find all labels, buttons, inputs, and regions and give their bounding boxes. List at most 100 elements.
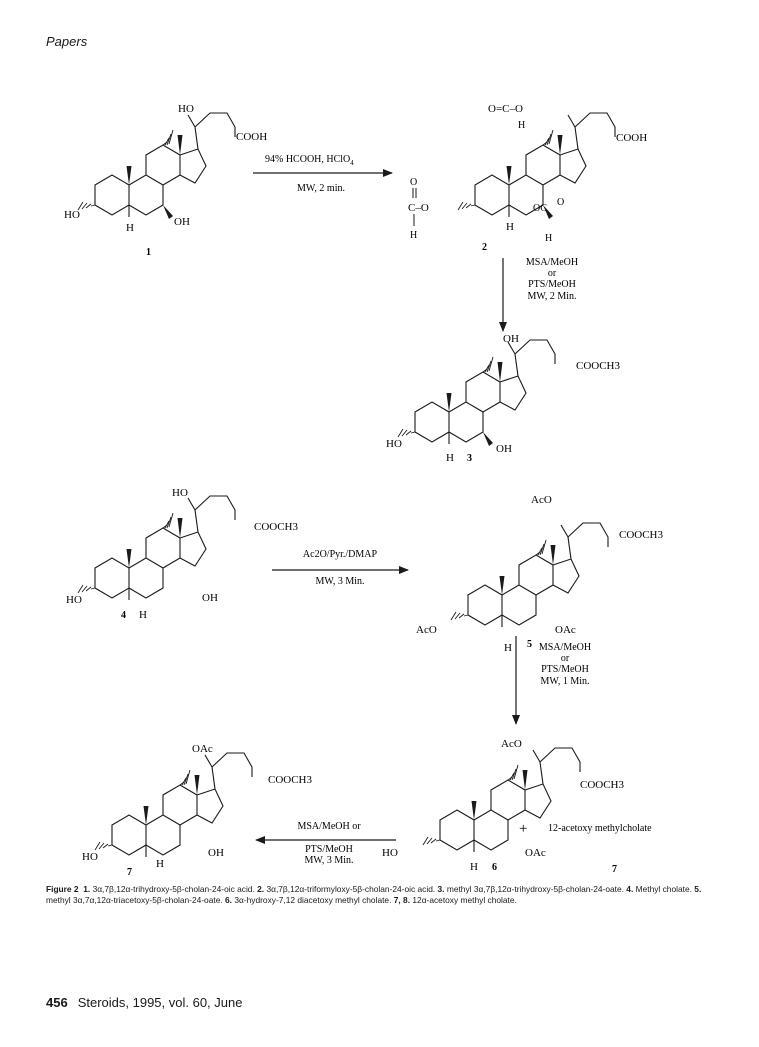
page-number: 456 bbox=[46, 995, 68, 1010]
r5-time: MW, 3 Min. bbox=[304, 855, 353, 866]
c6-number: 6 bbox=[492, 862, 497, 873]
reaction-5: MSA/MeOH or PTS/MeOH MW, 3 Min. bbox=[255, 821, 396, 866]
c5-h-label: H bbox=[504, 642, 512, 654]
c1-left-label: HO bbox=[64, 209, 80, 221]
journal-citation: Steroids, 1995, vol. 60, June bbox=[77, 995, 243, 1010]
r5-reagent-b: PTS/MeOH bbox=[305, 844, 353, 855]
c4-side-chain: COOCH3 bbox=[254, 521, 299, 533]
svg-text:94% HCOOH, HClO4: 94% HCOOH, HClO4 bbox=[265, 154, 354, 167]
caption-item-number: 4. bbox=[626, 884, 634, 894]
c5-number: 5 bbox=[527, 639, 532, 650]
c4-left-label: HO bbox=[66, 594, 82, 606]
compound-5: AcO COOCH3 AcO OAc H 5 bbox=[416, 494, 664, 654]
c3-side-chain: COOCH3 bbox=[576, 360, 621, 372]
c7-top-label: OAc bbox=[192, 743, 213, 755]
r5-reagent-a: MSA/MeOH or bbox=[297, 821, 361, 832]
caption-item-text: methyl 3α,7β,12α-trihydroxy-5β-cholan-24… bbox=[446, 884, 624, 894]
caption-item-number: 7, 8. bbox=[393, 895, 411, 905]
reaction-3: Ac2O/Pyr./DMAP MW, 3 Min. bbox=[272, 549, 409, 587]
c5-side-chain: COOCH3 bbox=[619, 529, 664, 541]
compound-6: AcO COOCH3 HO OAc H 6 + 12-acetoxy methy… bbox=[382, 738, 652, 875]
c6-right-label: OAc bbox=[525, 847, 546, 859]
reaction-4: MSA/MeOH or PTS/MeOH MW, 1 Min. bbox=[512, 636, 591, 725]
c2-right-o: O bbox=[557, 197, 564, 208]
c1-h-label: H bbox=[126, 222, 134, 234]
c2-side-chain: COOH bbox=[616, 132, 647, 144]
c6-side-chain: COOCH3 bbox=[580, 779, 625, 791]
r1-conditions: 94% HCOOH, HClO bbox=[265, 154, 350, 165]
c7-h-label: H bbox=[156, 858, 164, 870]
c3-right-label: OH bbox=[496, 443, 512, 455]
c6-h-label: H bbox=[470, 861, 478, 873]
c6-coproduct-number: 7 bbox=[612, 864, 617, 875]
caption-item-number: 6. bbox=[225, 895, 233, 905]
caption-item-text: 3α,7β,12α-triformyloxy-5β-cholan-24-oic … bbox=[266, 884, 436, 894]
c5-left-label: AcO bbox=[416, 624, 437, 636]
compound-4: HO COOCH3 HO OH H 4 bbox=[66, 487, 299, 621]
c2-left-chain: C–O bbox=[408, 202, 429, 214]
reaction-2: MSA/MeOH or PTS/MeOH MW, 2 Min. bbox=[499, 257, 578, 332]
c6-coproduct: 12-acetoxy methylcholate bbox=[548, 823, 652, 834]
compound-3: OH COOCH3 HO OH H 3 bbox=[386, 333, 621, 464]
c4-top-label: HO bbox=[172, 487, 188, 499]
c3-top-label: OH bbox=[503, 333, 519, 345]
r1-subscript: 4 bbox=[350, 159, 354, 167]
reaction-scheme: HO COOH HO OH H 1 94% HCOOH, HClO4 MW, 2… bbox=[64, 103, 664, 878]
c2-left-h: H bbox=[410, 230, 417, 241]
c2-formyl-h: H bbox=[518, 120, 525, 131]
c6-top-label: AcO bbox=[501, 738, 522, 750]
r4-reagent-b: PTS/MeOH bbox=[541, 664, 589, 675]
caption-item-number: 2. bbox=[257, 884, 265, 894]
r3-time: MW, 3 Min. bbox=[315, 576, 364, 587]
caption-item-text: Methyl cholate. bbox=[635, 884, 692, 894]
c1-top-label: HO bbox=[178, 103, 194, 115]
r4-time: MW, 1 Min. bbox=[540, 676, 589, 687]
caption-item-text: 3α,7β,12α-trihydroxy-5β-cholan-24-oic ac… bbox=[92, 884, 255, 894]
caption-item-text: 12α-acetoxy methyl cholate. bbox=[412, 895, 517, 905]
caption-label: Figure 2 bbox=[46, 884, 79, 894]
caption-item-number: 3. bbox=[437, 884, 445, 894]
caption-item-text: methyl 3α,7α,12α-triacetoxy-5β-cholan-24… bbox=[46, 895, 223, 905]
c4-right-label: OH bbox=[202, 592, 218, 604]
c2-number: 2 bbox=[482, 242, 487, 253]
reaction-1: 94% HCOOH, HClO4 MW, 2 min. bbox=[253, 154, 393, 194]
page-footer: 456 Steroids, 1995, vol. 60, June bbox=[46, 995, 242, 1010]
c5-top-label: AcO bbox=[531, 494, 552, 506]
c2-left-o: O bbox=[410, 177, 417, 188]
c7-number: 7 bbox=[127, 867, 132, 878]
c1-right-label: OH bbox=[174, 216, 190, 228]
r2-or: or bbox=[548, 268, 557, 279]
compound-2: O=C–O H COOH O C–O H OC O H H 2 bbox=[408, 103, 647, 253]
r4-or: or bbox=[561, 653, 570, 664]
compound-1: HO COOH HO OH H 1 bbox=[64, 103, 267, 258]
c3-h-label: H bbox=[446, 452, 454, 464]
r2-reagent-b: PTS/MeOH bbox=[528, 279, 576, 290]
c2-right-oc: OC bbox=[533, 203, 547, 214]
c1-side-chain: COOH bbox=[236, 131, 267, 143]
c6-plus: + bbox=[519, 821, 527, 837]
c2-right-h: H bbox=[545, 233, 552, 244]
c4-h-label: H bbox=[139, 609, 147, 621]
c7-left-label: HO bbox=[82, 851, 98, 863]
caption-item-number: 1. bbox=[83, 884, 91, 894]
caption-item-text: 3α-hydroxy-7,12 diacetoxy methyl cholate… bbox=[234, 895, 392, 905]
c2-h-label: H bbox=[506, 221, 514, 233]
compound-7: OAc COOCH3 HO OH H 7 bbox=[82, 743, 313, 878]
c7-side-chain: COOCH3 bbox=[268, 774, 313, 786]
c1-number: 1 bbox=[146, 247, 151, 258]
running-header: Papers bbox=[46, 34, 88, 49]
c2-formyl-top: O=C–O bbox=[488, 103, 523, 115]
r4-reagent-a: MSA/MeOH bbox=[539, 642, 591, 653]
r2-time: MW, 2 Min. bbox=[527, 291, 576, 302]
c7-right-label: OH bbox=[208, 847, 224, 859]
c4-number: 4 bbox=[121, 610, 126, 621]
figure-caption: Figure 2 1. 3α,7β,12α-trihydroxy-5β-chol… bbox=[46, 884, 716, 906]
caption-item-number: 5. bbox=[694, 884, 702, 894]
r2-reagent-a: MSA/MeOH bbox=[526, 257, 578, 268]
c6-left-label: HO bbox=[382, 847, 398, 859]
c5-right-label: OAc bbox=[555, 624, 576, 636]
r1-time: MW, 2 min. bbox=[297, 183, 345, 194]
c3-number: 3 bbox=[467, 453, 472, 464]
c3-left-label: HO bbox=[386, 438, 402, 450]
r3-reagents: Ac2O/Pyr./DMAP bbox=[303, 549, 378, 560]
